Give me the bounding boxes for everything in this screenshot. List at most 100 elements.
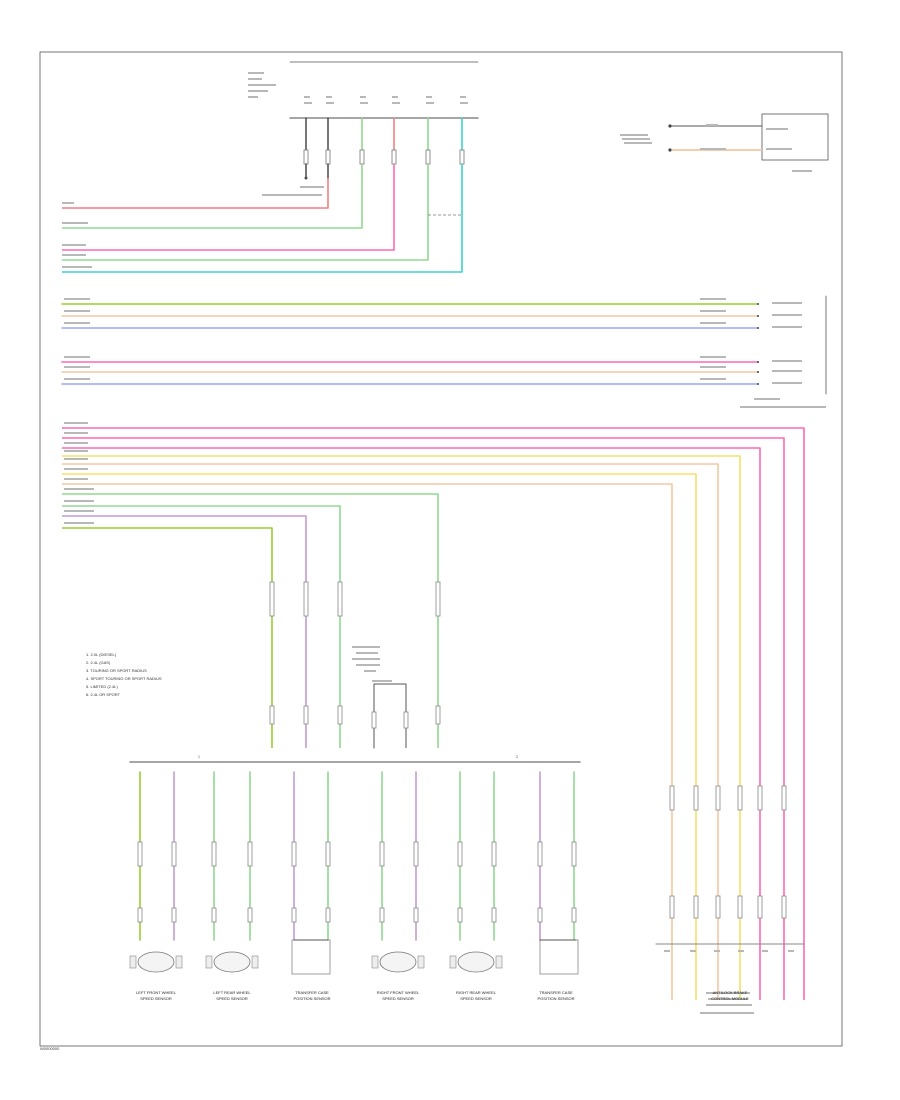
label-placeholder [62, 202, 74, 204]
wire-color-tag [325, 841, 331, 867]
label-placeholder [62, 266, 92, 268]
wire-drop-right [62, 473, 697, 1000]
wire-color-tag [715, 895, 721, 919]
label-placeholder [738, 950, 744, 952]
label-placeholder [392, 96, 398, 98]
label-placeholder [64, 478, 88, 480]
label-placeholder [700, 148, 726, 150]
wire-color-tag [669, 895, 675, 919]
wire-color-tag [715, 785, 721, 811]
wire-color-tag [491, 841, 497, 867]
wire-teal-top [62, 164, 463, 273]
wheel-speed-sensor-icon [213, 951, 251, 973]
wire-color-tag [303, 581, 309, 617]
label-placeholder [64, 322, 90, 324]
sensor-caption: POSITION SENSOR [293, 996, 330, 1001]
wire-color-tag [537, 907, 543, 923]
label-placeholder [64, 442, 88, 444]
sensor-caption: RIGHT REAR WHEEL [456, 990, 497, 995]
label-placeholder [620, 134, 648, 136]
wire-color-tag [737, 785, 743, 811]
wire-color-tag [337, 581, 343, 617]
wire-color-tag [291, 907, 297, 923]
wire-drop-left [62, 505, 341, 748]
wire-drop-left [62, 527, 273, 748]
wire-color-tag [379, 907, 385, 923]
label-placeholder [64, 488, 94, 490]
label-placeholder [356, 664, 380, 666]
label-placeholder [62, 254, 86, 256]
sensor-caption: SPEED SENSOR [216, 996, 248, 1001]
pin [757, 361, 759, 363]
sensor-caption: ANTILOCK BRAKE [713, 990, 748, 995]
label-placeholder [248, 90, 268, 92]
sensor-mount [371, 955, 379, 969]
sensor-mount [449, 955, 457, 969]
label-placeholder [372, 680, 392, 682]
wire-color-tag [413, 841, 419, 867]
label-placeholder [356, 652, 378, 654]
wire-color-tag [171, 907, 177, 923]
pin [757, 303, 759, 305]
wheel-speed-sensor-icon [137, 951, 175, 973]
wire-drop-right [62, 427, 805, 1000]
legend-line: 5. LIMITED (2.4L) [86, 684, 118, 689]
connector-pin [668, 124, 672, 128]
wire-color-tag [781, 785, 787, 811]
wire-color-tag [211, 841, 217, 867]
label-placeholder [700, 310, 726, 312]
wire-drop-left [62, 515, 307, 748]
label-placeholder [352, 646, 380, 648]
label-placeholder [772, 302, 802, 304]
wire-color-tag [693, 785, 699, 811]
connector-number: 1 [198, 755, 200, 759]
junction-wire [374, 683, 407, 748]
label-placeholder [772, 326, 802, 328]
wire-drop-right [62, 455, 741, 1000]
wire-color-tag [371, 711, 377, 729]
wire-drop-left [62, 493, 439, 748]
wire-color-tag [337, 705, 343, 725]
legend-line: 2. 2.4L (GAS) [86, 660, 111, 665]
label-placeholder [700, 298, 726, 300]
label-placeholder [62, 222, 88, 224]
label-placeholder [64, 522, 94, 524]
wire-color-tag [491, 907, 497, 923]
sensor-caption: TRANSFER CASE [539, 990, 573, 995]
label-placeholder [426, 102, 434, 104]
label-placeholder [64, 310, 90, 312]
sensor-caption: SPEED SENSOR [382, 996, 414, 1001]
label-placeholder [460, 96, 466, 98]
label-placeholder [248, 84, 276, 86]
label-placeholder [248, 78, 262, 80]
wire-color-tag [269, 705, 275, 725]
sensor-mount [205, 955, 213, 969]
wire-color-tag [391, 149, 397, 165]
label-placeholder [64, 298, 90, 300]
wire-color-tag [571, 841, 577, 867]
wheel-speed-sensor-icon [457, 951, 495, 973]
sensor-caption: POSITION SENSOR [537, 996, 574, 1001]
label-placeholder [64, 356, 90, 358]
outer-frame [39, 51, 843, 1047]
label-placeholder [304, 96, 310, 98]
label-placeholder [762, 950, 768, 952]
wire-color-tag [781, 895, 787, 919]
sensor-caption: SPEED SENSOR [460, 996, 492, 1001]
label-placeholder [64, 432, 88, 434]
sensor-caption: TRANSFER CASE [295, 990, 329, 995]
sensor-mount [175, 955, 183, 969]
right-connector-box [761, 113, 829, 161]
label-placeholder [740, 406, 826, 408]
label-placeholder [64, 468, 88, 470]
label-placeholder [624, 142, 652, 144]
wire-color-tag [413, 907, 419, 923]
label-placeholder [700, 322, 726, 324]
label-placeholder [772, 382, 802, 384]
wire-color-tag [459, 149, 465, 165]
wire-color-tag [303, 705, 309, 725]
wire-drop-right [62, 437, 785, 1000]
label-placeholder [792, 170, 812, 172]
label-placeholder [622, 138, 650, 140]
